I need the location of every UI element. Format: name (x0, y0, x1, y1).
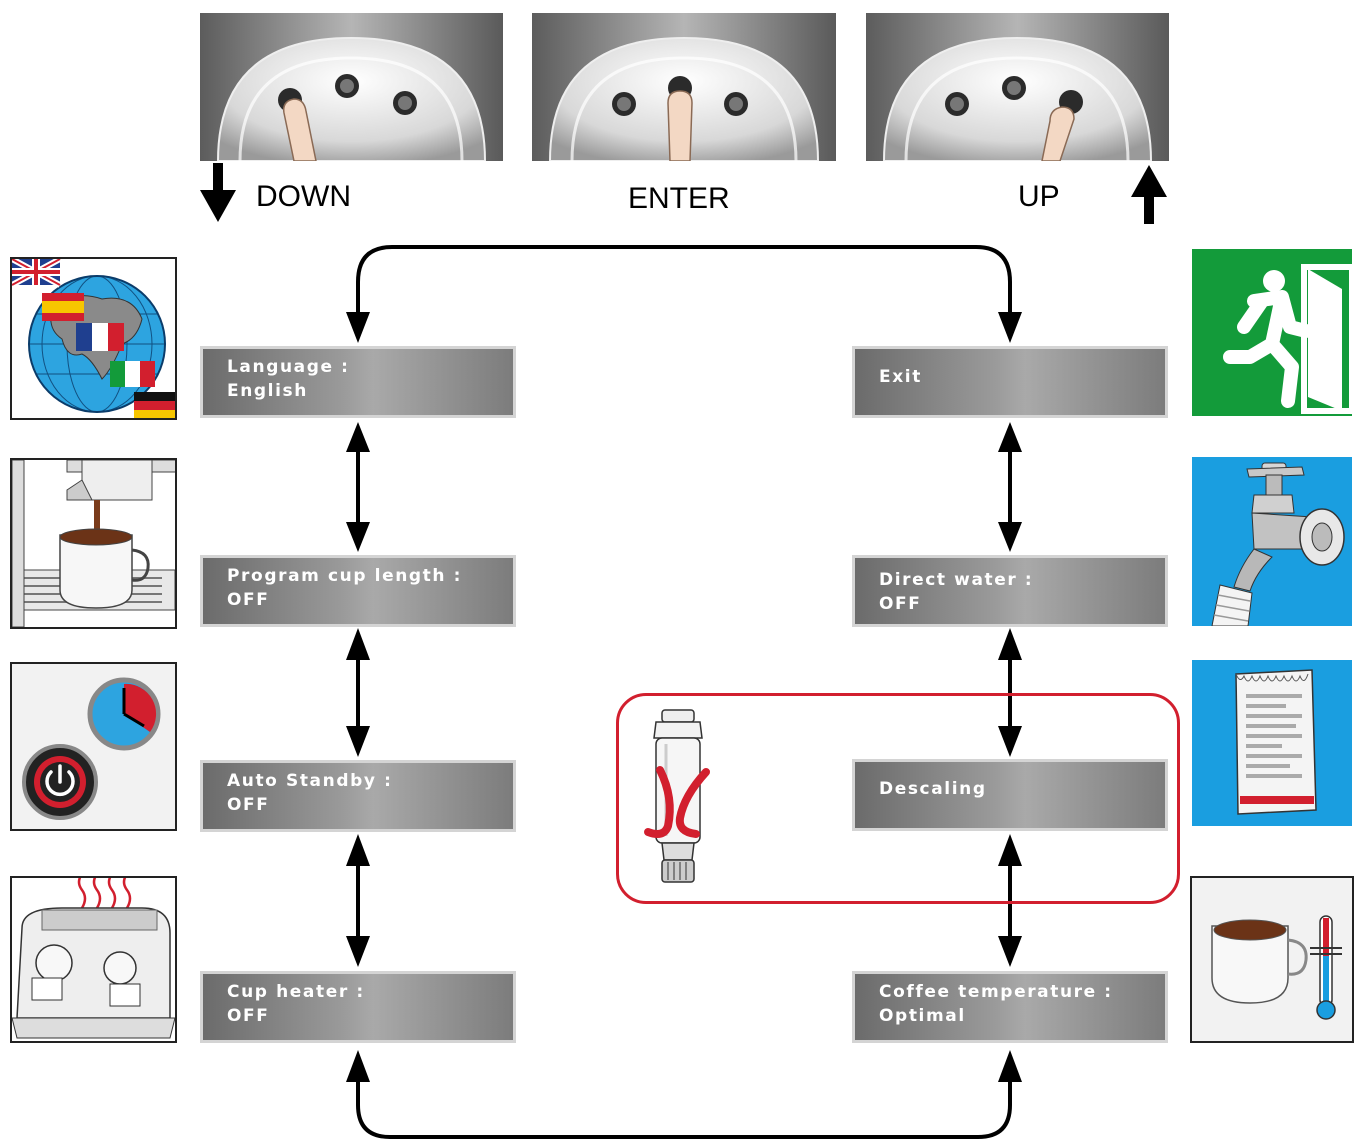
menu-exit-title: Exit (879, 367, 922, 387)
arrowheads (200, 163, 1167, 1082)
menu-direct-water-title: Direct water : (879, 570, 1034, 590)
up-label: UP (1018, 180, 1060, 213)
menu-direct-water[interactable]: Direct water : OFF (852, 555, 1168, 627)
menu-coffee-temperature-value: Optimal (879, 1006, 966, 1026)
menu-coffee-temperature[interactable]: Coffee temperature : Optimal (852, 971, 1168, 1043)
coffee-dispensing-icon (10, 458, 177, 629)
menu-cup-heater-value: OFF (227, 1006, 270, 1026)
globe-flags-icon (10, 257, 177, 420)
menu-auto-standby[interactable]: Auto Standby : OFF (200, 760, 516, 832)
down-label: DOWN (256, 180, 351, 213)
menu-program-cup-length-title: Program cup length : (227, 566, 463, 586)
menu-exit[interactable]: Exit (852, 346, 1168, 418)
descaling-packet-icon (1190, 658, 1354, 828)
menu-auto-standby-value: OFF (227, 795, 270, 815)
exit-door-icon (1190, 247, 1354, 418)
menu-program-cup-length[interactable]: Program cup length : OFF (200, 555, 516, 627)
down-button-photo (200, 13, 503, 161)
enter-button-photo (532, 13, 836, 161)
cup-heater-machine-icon (10, 876, 177, 1043)
menu-language-title: Language : (227, 357, 350, 377)
menu-coffee-temperature-title: Coffee temperature : (879, 982, 1113, 1002)
enter-label: ENTER (628, 182, 730, 215)
menu-cup-heater[interactable]: Cup heater : OFF (200, 971, 516, 1043)
menu-auto-standby-title: Auto Standby : (227, 771, 393, 791)
menu-direct-water-value: OFF (879, 594, 922, 614)
menu-language-value: English (227, 381, 308, 401)
menu-language[interactable]: Language : English (200, 346, 516, 418)
descaling-highlight-frame (616, 693, 1180, 904)
standby-timer-icon (10, 662, 177, 831)
coffee-thermometer-icon (1190, 876, 1354, 1043)
menu-program-cup-length-value: OFF (227, 590, 270, 610)
water-filter-crossed-icon (640, 708, 718, 888)
menu-cup-heater-title: Cup heater : (227, 982, 365, 1002)
menu-descaling-title: Descaling (879, 779, 987, 799)
water-tap-icon (1190, 455, 1354, 628)
up-button-photo (866, 13, 1169, 161)
menu-descaling[interactable]: Descaling (852, 759, 1168, 831)
